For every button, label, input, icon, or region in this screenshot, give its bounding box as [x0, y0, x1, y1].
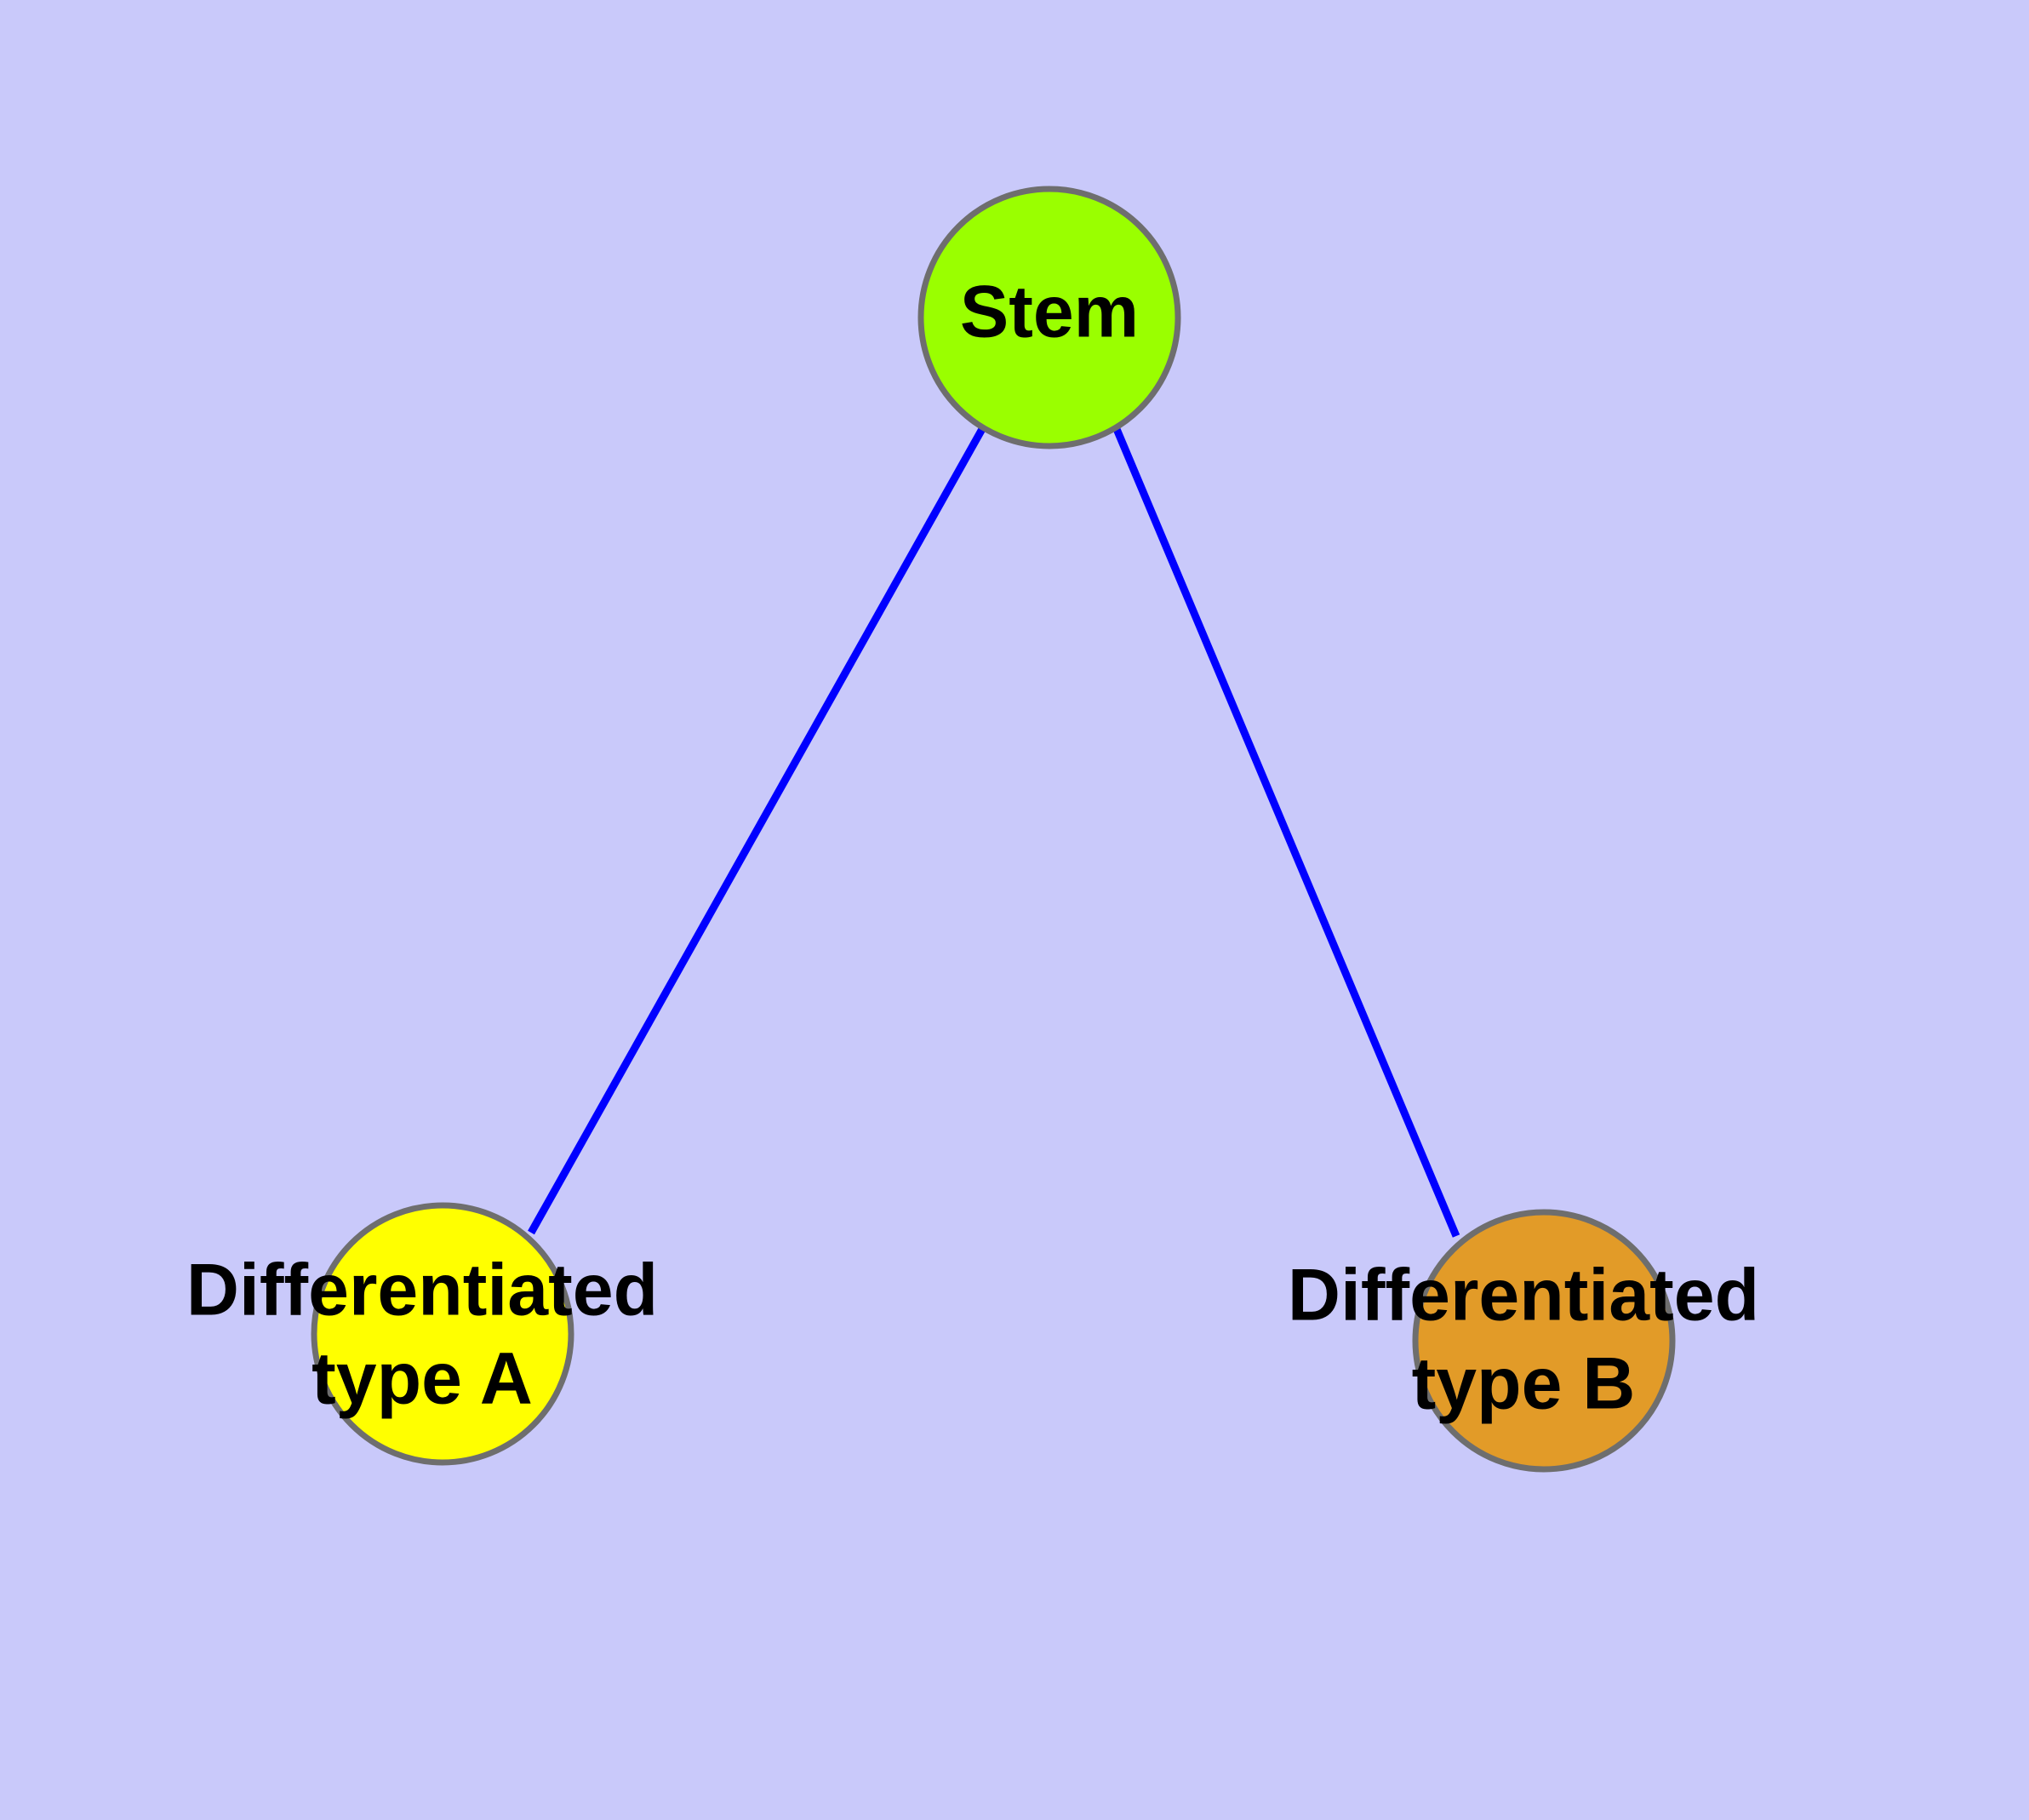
node-label-differentiated-type-a-line2: type A [311, 1338, 533, 1420]
node-stem[interactable] [917, 186, 1181, 449]
edge-group [528, 426, 1460, 1238]
node-differentiated-type-a[interactable] [311, 1202, 574, 1466]
node-label-stem: Stem [960, 272, 1139, 353]
node-differentiated-type-b[interactable] [1412, 1209, 1676, 1473]
node-label-differentiated-type-b-line1: Differentiated [1288, 1255, 1759, 1336]
node-label-differentiated-type-b-line2: type B [1412, 1343, 1636, 1425]
edge-stem-to-differentiated-type-b[interactable] [1112, 427, 1460, 1238]
node-group [311, 186, 1676, 1473]
edge-stem-to-differentiated-type-a[interactable] [528, 426, 986, 1235]
node-label-differentiated-type-a-line1: Differentiated [186, 1250, 658, 1331]
label-group: Stem Differentiated type A Differentiate… [186, 272, 1759, 1425]
